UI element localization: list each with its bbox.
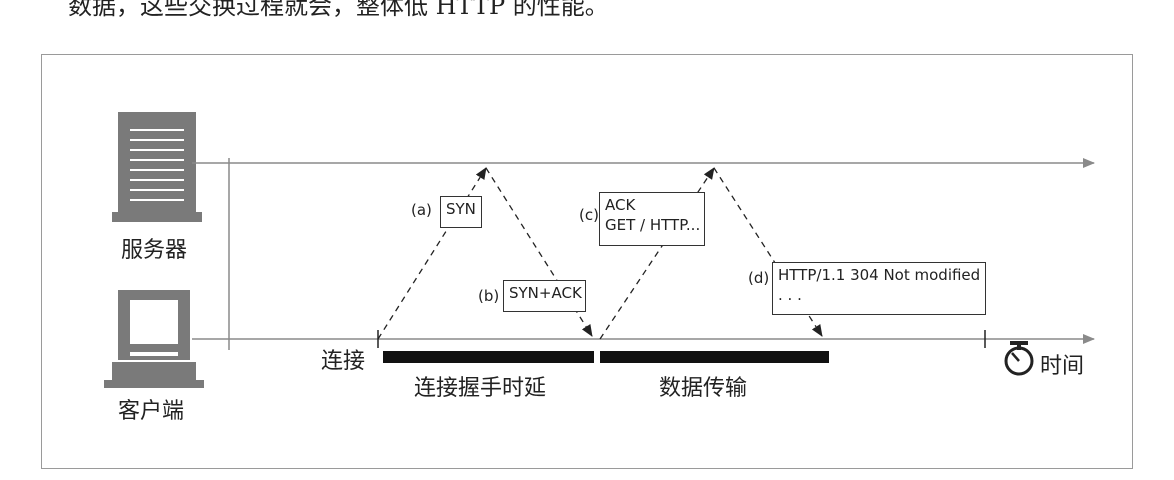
computer-icon <box>104 290 204 388</box>
client-label: 客户端 <box>118 399 185 424</box>
stopwatch-icon <box>1004 341 1034 376</box>
step-a-tag: (a) <box>411 201 432 219</box>
http-response-box-line-1: HTTP/1.1 304 Not modified <box>778 266 981 284</box>
syn-arrow <box>377 167 487 340</box>
http-response-box-line-2: . . . <box>778 286 802 304</box>
syn-box: SYN <box>440 196 482 228</box>
http-response-box: HTTP/1.1 304 Not modified . . . <box>772 262 986 315</box>
server-icon <box>112 112 202 222</box>
data-transfer-label: 数据传输 <box>659 376 748 401</box>
top-caption-text: 数据，这些交换过程就会，整体低 HTTP 的性能。 <box>68 0 609 20</box>
step-b-tag: (b) <box>478 287 500 305</box>
diagram-frame <box>41 54 1133 469</box>
step-c-tag: (c) <box>579 206 599 224</box>
syn-ack-box-line: SYN+ACK <box>509 284 582 302</box>
time-label: 时间 <box>1040 354 1085 379</box>
connect-label: 连接 <box>321 349 366 374</box>
step-d-tag: (d) <box>748 269 770 287</box>
server-label: 服务器 <box>121 238 188 263</box>
handshake-delay-bar <box>383 351 594 363</box>
ack-get-box-line-2: GET / HTTP... <box>605 216 701 234</box>
data-transfer-bar <box>600 351 829 363</box>
syn-ack-box: SYN+ACK <box>503 280 586 312</box>
syn-box-line: SYN <box>446 200 476 218</box>
ack-get-box: ACK GET / HTTP... <box>599 192 705 246</box>
ack-get-arrow <box>599 167 715 340</box>
ack-get-box-line-1: ACK <box>605 196 636 214</box>
handshake-delay-label: 连接握手时延 <box>414 376 547 401</box>
